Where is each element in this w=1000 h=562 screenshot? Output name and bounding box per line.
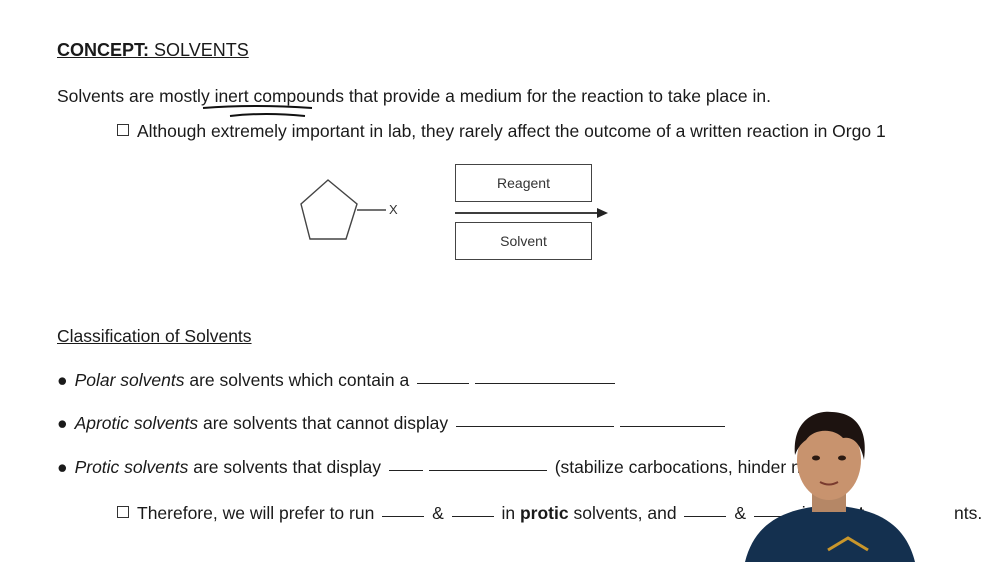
cyclopentane-structure bbox=[300, 179, 386, 240]
protic-tail: (stabilize carbocations, hinder nucleop bbox=[554, 457, 853, 477]
intro-text-after: that provide a medium for the reaction t… bbox=[343, 86, 771, 106]
therefore-text: Therefore, we will prefer to run bbox=[137, 503, 380, 523]
bullet-dot-icon: ● bbox=[57, 413, 68, 433]
blank-line bbox=[382, 515, 425, 517]
bullet-protic-solvents: ● Protic solvents are solvents that displ… bbox=[57, 457, 852, 478]
polar-term: Polar solvents bbox=[74, 370, 185, 390]
reaction-arrow-icon bbox=[455, 208, 608, 218]
bullet-dot-icon: ● bbox=[57, 370, 68, 390]
page-title: CONCEPT: SOLVENTS bbox=[57, 40, 249, 61]
blank-line bbox=[619, 425, 725, 427]
intro-sentence: Solvents are mostly inert compounds that… bbox=[57, 86, 771, 107]
concept-topic: SOLVENTS bbox=[149, 40, 249, 60]
therefore-solvents-and: solvents, and bbox=[568, 503, 682, 523]
therefore-in: in bbox=[496, 503, 520, 523]
blank-line bbox=[475, 382, 616, 384]
handwritten-underline bbox=[202, 105, 313, 117]
solvent-label: Solvent bbox=[500, 233, 547, 249]
protic-text: are solvents that display bbox=[188, 457, 386, 477]
blank-line bbox=[451, 515, 494, 517]
bullet-aprotic-solvents: ● Aprotic solvents are solvents that cann… bbox=[57, 413, 728, 434]
aprotic-term: Aprotic solvents bbox=[74, 413, 199, 433]
bullet-dot-icon: ● bbox=[57, 457, 68, 477]
protic-bold: protic bbox=[519, 503, 569, 523]
checkbox-square-icon bbox=[117, 124, 129, 136]
polar-text: are solvents which contain a bbox=[184, 370, 415, 390]
blank-line bbox=[428, 469, 547, 471]
presenter-video-overlay bbox=[745, 411, 915, 562]
checkbox-square-icon bbox=[117, 506, 129, 518]
intro-highlight: inert compounds bbox=[214, 86, 344, 106]
therefore-end: nts. bbox=[954, 503, 983, 523]
protic-term: Protic solvents bbox=[74, 457, 189, 477]
bullet-polar-solvents: ● Polar solvents are solvents which conta… bbox=[57, 370, 618, 391]
concept-label: CONCEPT: bbox=[57, 40, 150, 60]
reagent-box: Reagent bbox=[455, 164, 592, 202]
aprotic-text: are solvents that cannot display bbox=[198, 413, 453, 433]
blank-line bbox=[684, 515, 727, 517]
blank-line bbox=[388, 469, 423, 471]
classification-title: Classification of Solvents bbox=[57, 326, 252, 346]
note-text: Although extremely important in lab, the… bbox=[137, 121, 886, 141]
ampersand: & bbox=[432, 503, 444, 523]
solvent-box: Solvent bbox=[455, 222, 592, 260]
substituent-x-label: X bbox=[389, 202, 398, 217]
intro-text-before: Solvents are mostly bbox=[57, 86, 215, 106]
blank-line bbox=[455, 425, 614, 427]
blank-line bbox=[417, 382, 470, 384]
reagent-label: Reagent bbox=[497, 175, 550, 191]
ampersand: & bbox=[734, 503, 747, 523]
note-important-in-lab: Although extremely important in lab, the… bbox=[117, 121, 886, 142]
blank-line bbox=[753, 515, 794, 517]
